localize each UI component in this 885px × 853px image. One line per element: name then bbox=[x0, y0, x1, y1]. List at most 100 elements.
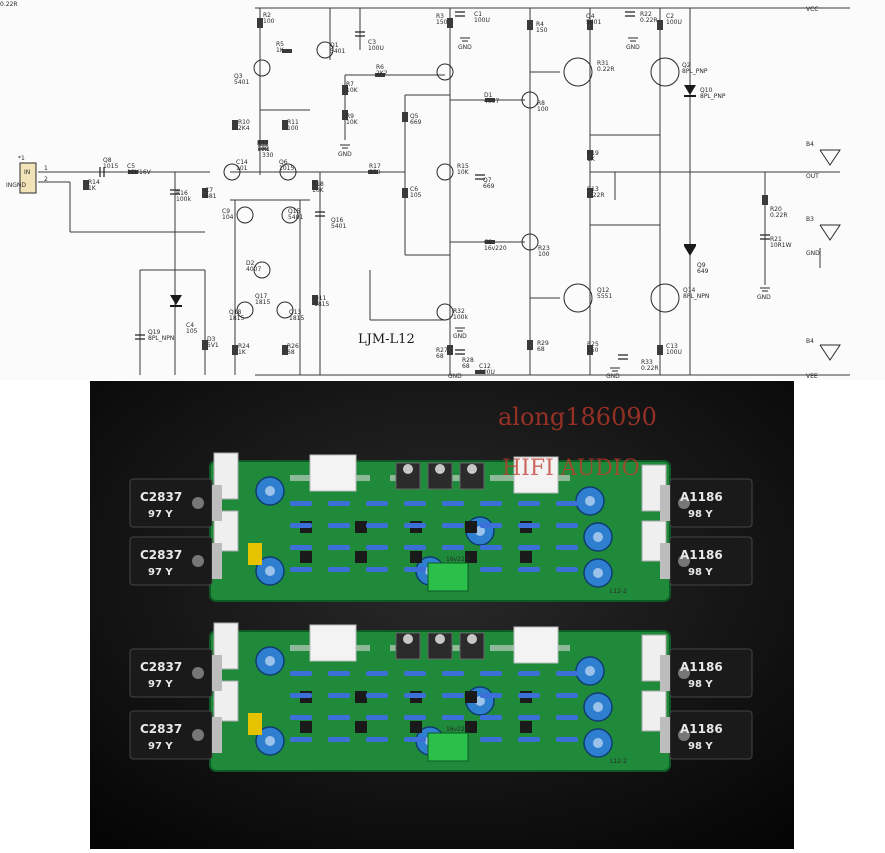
part-ref-d1: D1 bbox=[484, 92, 493, 99]
part-ref-r4: R4 bbox=[536, 21, 544, 28]
part-ref-c5: C5 bbox=[127, 163, 135, 170]
part-value-r6: 2K2 bbox=[376, 70, 388, 77]
part-value-r21: 10R1W bbox=[770, 242, 792, 249]
part-value-r8: 100 bbox=[537, 106, 549, 113]
part-value-d1: 4007 bbox=[484, 98, 499, 105]
part-ref-c4: C4 bbox=[186, 322, 194, 329]
gnd-label: GND bbox=[453, 333, 467, 340]
power-transistor: A1186 98 Y bbox=[660, 648, 753, 698]
part-value-r14: 1K bbox=[88, 185, 97, 192]
part-ref-c14: C14 bbox=[236, 159, 248, 166]
board-label: L12-2 bbox=[610, 758, 627, 765]
part-value-r27: 68 bbox=[436, 353, 444, 360]
part-value-c7: 681 bbox=[205, 193, 217, 200]
transistor-sub: 97 Y bbox=[148, 679, 173, 690]
part-ref-r10: R10 bbox=[238, 119, 250, 126]
part-ref-q10: Q10 bbox=[700, 87, 713, 94]
part-ref-q7: Q7 bbox=[483, 177, 492, 184]
transistor-label: C2837 bbox=[140, 722, 182, 736]
part-ref-r33: R33 bbox=[641, 359, 653, 366]
part-value-q12: 5551 bbox=[597, 293, 612, 300]
gnd-label: GND bbox=[338, 151, 352, 158]
part-value-c6: 105 bbox=[410, 192, 422, 199]
part-value-c5: 10U16V bbox=[127, 169, 152, 176]
part-value-q19: 8PL_NPN bbox=[148, 335, 174, 342]
part-ref-r25: R25 bbox=[587, 341, 599, 348]
transistor-sub: 97 Y bbox=[148, 741, 173, 752]
part-ref-r5: R5 bbox=[276, 41, 284, 48]
part-value-q5: 669 bbox=[410, 119, 422, 126]
input-ref: *1 bbox=[18, 155, 25, 162]
part-ref-r17: R17 bbox=[369, 163, 381, 170]
part-ref-q19: Q19 bbox=[148, 329, 161, 336]
part-value-d3: 5V1 bbox=[207, 342, 219, 349]
part-ref-r1: R1 bbox=[262, 146, 270, 153]
part-ref-c6: C6 bbox=[410, 186, 418, 193]
part-value-r17: 330 bbox=[369, 169, 381, 176]
part-ref-r9: R9 bbox=[346, 113, 354, 120]
part-ref-c12: C12 bbox=[479, 363, 491, 370]
schematic-title: LJM-L12 bbox=[358, 332, 415, 347]
transistor-label: A1186 bbox=[680, 490, 723, 504]
part-ref-r28: R28 bbox=[462, 357, 474, 364]
part-value-r11: 100 bbox=[287, 125, 299, 132]
watermark-line-1: along186090 bbox=[498, 403, 657, 431]
part-ref-r2: R2 bbox=[263, 12, 271, 19]
part-value-r2: 100 bbox=[263, 18, 275, 25]
part-ref-q13: Q13 bbox=[289, 309, 302, 316]
part-ref-q15: Q15 bbox=[288, 208, 301, 215]
part-label-group: R2100R51KQ15401C3100UQ35401R62K2R710KR91… bbox=[0, 0, 792, 376]
part-ref-r15: R15 bbox=[457, 163, 469, 170]
part-ref-q1: Q1 bbox=[330, 42, 339, 49]
part-value-r23: 100 bbox=[538, 251, 550, 258]
vcc-rail-label: VCC bbox=[806, 6, 818, 13]
transistor-sub: 98 Y bbox=[688, 567, 713, 578]
part-value-r4: 150 bbox=[536, 27, 548, 34]
part-value-r28: 68 bbox=[462, 363, 470, 370]
part-value-r10: 2K4 bbox=[238, 125, 250, 132]
part-ref-r18: R18 bbox=[312, 181, 324, 188]
part-ref-d3: D3 bbox=[207, 336, 216, 343]
transistor-sub: 98 Y bbox=[688, 679, 713, 690]
part-ref-c9: C9 bbox=[222, 208, 230, 215]
part-ref-q12: Q12 bbox=[597, 287, 610, 294]
part-ref-q17: Q17 bbox=[255, 293, 268, 300]
part-value-r33: 0.22R bbox=[641, 365, 659, 372]
part-value-q18: 1815 bbox=[229, 315, 244, 322]
power-transistor: C2837 97 Y bbox=[129, 710, 222, 760]
part-ref-r13: R13 bbox=[587, 186, 599, 193]
part-ref-r27: R27 bbox=[436, 347, 448, 354]
transistor-label: A1186 bbox=[680, 660, 723, 674]
part-value-c3: 100U bbox=[368, 45, 384, 52]
part-value-r1: 330 bbox=[262, 152, 274, 159]
transistor-sub: 97 Y bbox=[148, 567, 173, 578]
out-connector-label: OUT bbox=[806, 173, 819, 180]
part-value-r13: 0.22R bbox=[587, 192, 605, 199]
part-ref-q18: Q18 bbox=[229, 309, 242, 316]
part-ref-r31: R31 bbox=[597, 60, 609, 67]
part-ref-r7: R7 bbox=[346, 81, 354, 88]
part-value-r25: 150 bbox=[587, 347, 599, 354]
part-ref-q5: Q5 bbox=[410, 113, 419, 120]
transistor-label: C2837 bbox=[140, 660, 182, 674]
part-value-c4: 105 bbox=[186, 328, 198, 335]
part-value-c13: 100U bbox=[666, 349, 682, 356]
part-value-q2: 8PL_PNP bbox=[682, 68, 708, 75]
part-ref-r6: R6 bbox=[376, 64, 384, 71]
part-value-q15: 5401 bbox=[288, 214, 303, 221]
cap-label: 16v220 bbox=[446, 726, 469, 733]
part-value-r19: 1K bbox=[587, 156, 596, 163]
part-value-c1: 100U bbox=[474, 17, 490, 24]
part-ref-r19: R19 bbox=[587, 150, 599, 157]
part-ref-q3: Q3 bbox=[234, 73, 243, 80]
part-value-r16: 100k bbox=[176, 196, 191, 203]
part-ref-r32: R32 bbox=[453, 308, 465, 315]
part-ref-q9: Q9 bbox=[697, 262, 706, 269]
gnd-label: GND bbox=[757, 294, 771, 301]
